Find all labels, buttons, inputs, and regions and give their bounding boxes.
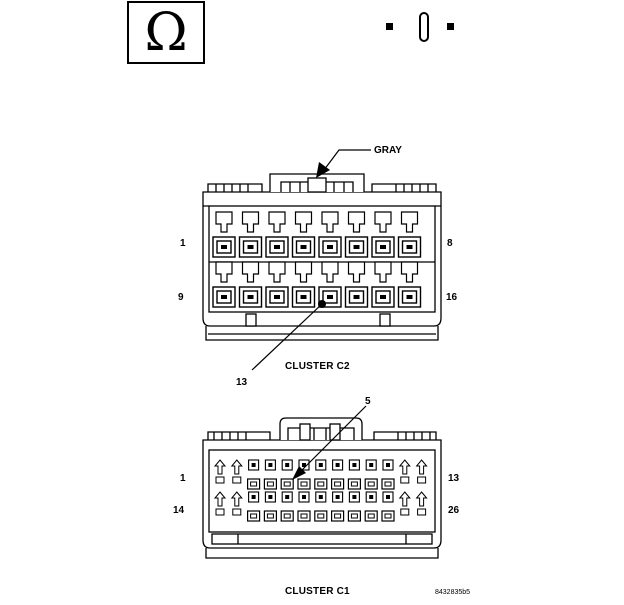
c2-cavity-10 bbox=[238, 261, 263, 308]
c2-pin-1-label: 1 bbox=[180, 238, 186, 249]
c1-cavity-12 bbox=[398, 459, 411, 484]
c2-cavity-16 bbox=[397, 261, 422, 308]
c2-callout: 13 bbox=[236, 377, 248, 388]
c1-cavity-20 bbox=[314, 491, 328, 522]
c1-cavity-2 bbox=[230, 459, 243, 484]
cluster-c2-cavities bbox=[212, 211, 422, 308]
pin-5-leader bbox=[292, 405, 367, 480]
c1-pin-1-label: 1 bbox=[180, 473, 186, 484]
figure-reference: 8432835b5 bbox=[435, 589, 471, 596]
c1-title: CLUSTER C1 bbox=[285, 586, 350, 597]
c2-pin-9-label: 9 bbox=[178, 292, 184, 303]
pin-13-leader bbox=[251, 300, 326, 371]
c1-cavity-16 bbox=[247, 491, 261, 522]
c1-cavity-17 bbox=[263, 491, 277, 522]
c1-cavity-23 bbox=[364, 491, 378, 522]
c1-pin-14-label: 14 bbox=[173, 505, 185, 516]
c1-pin-13-label: 13 bbox=[448, 473, 460, 484]
c2-cavity-7 bbox=[371, 211, 395, 258]
c2-cavity-4 bbox=[291, 211, 316, 258]
c1-cavity-9 bbox=[347, 459, 361, 490]
test-probe-icon bbox=[386, 12, 454, 42]
ohm-symbol: Ω bbox=[144, 3, 187, 63]
c1-cavity-11 bbox=[381, 459, 395, 490]
c1-cavity-22 bbox=[347, 491, 361, 522]
c2-cavity-9 bbox=[212, 261, 236, 308]
cluster-c1-cavities bbox=[213, 459, 428, 522]
c1-cavity-4 bbox=[263, 459, 277, 490]
c2-cavity-15 bbox=[371, 261, 395, 308]
c2-cavity-2 bbox=[238, 211, 263, 258]
c2-cavity-14 bbox=[344, 261, 369, 308]
c2-cavity-3 bbox=[265, 211, 289, 258]
c2-cavity-8 bbox=[397, 211, 422, 258]
c1-cavity-10 bbox=[364, 459, 378, 490]
c1-cavity-8 bbox=[331, 459, 345, 490]
c1-cavity-1 bbox=[213, 459, 227, 484]
c1-cavity-18 bbox=[280, 491, 294, 522]
c1-cavity-25 bbox=[398, 491, 411, 516]
c2-color-label: GRAY bbox=[374, 145, 402, 156]
c2-title: CLUSTER C2 bbox=[285, 361, 350, 372]
c1-cavity-7 bbox=[314, 459, 328, 490]
c1-cavity-6 bbox=[297, 459, 311, 490]
c1-callout: 5 bbox=[365, 396, 371, 407]
c1-cavity-19 bbox=[297, 491, 311, 522]
c1-cavity-26 bbox=[415, 491, 428, 516]
gray-leader bbox=[316, 149, 371, 178]
c1-cavity-21 bbox=[331, 491, 345, 522]
c2-cavity-1 bbox=[212, 211, 236, 258]
c1-cavity-15 bbox=[230, 491, 243, 516]
c1-cavity-24 bbox=[381, 491, 395, 522]
c2-pin-16-label: 16 bbox=[446, 292, 458, 303]
c2-cavity-6 bbox=[344, 211, 369, 258]
c1-cavity-14 bbox=[213, 491, 227, 516]
c2-cavity-12 bbox=[291, 261, 316, 308]
c1-cavity-13 bbox=[415, 459, 428, 484]
c2-pin-8-label: 8 bbox=[447, 238, 453, 249]
c1-cavity-3 bbox=[247, 459, 261, 490]
ohmmeter-icon: Ω bbox=[127, 1, 205, 64]
c1-pin-26-label: 26 bbox=[448, 505, 460, 516]
c2-cavity-5 bbox=[318, 211, 342, 258]
c1-cavity-5 bbox=[280, 459, 294, 490]
c2-cavity-11 bbox=[265, 261, 289, 308]
